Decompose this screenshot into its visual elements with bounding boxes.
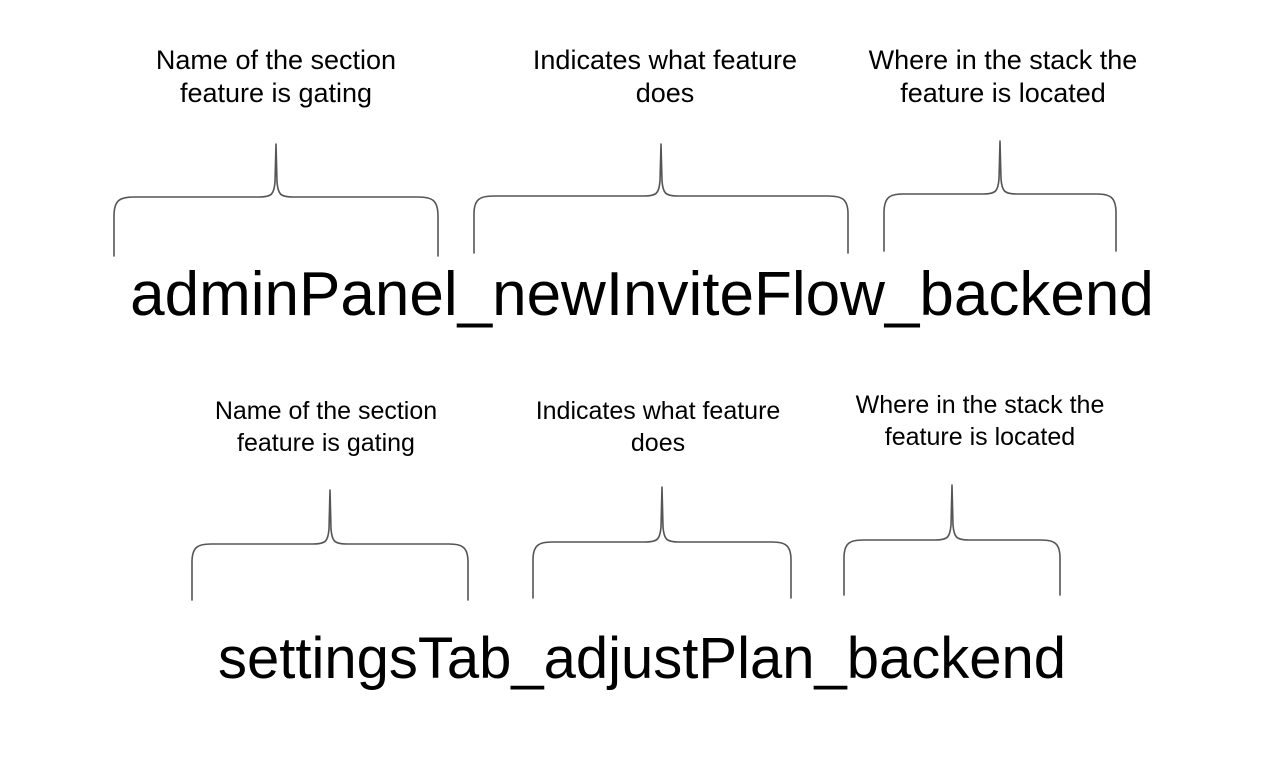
caption-row1-segment-2: Indicates what feature does [532, 45, 798, 109]
caption-row2-segment-2: Indicates what feature does [535, 397, 781, 457]
flag-name-row1: adminPanel_newInviteFlow_backend [130, 260, 1154, 329]
caption-row1-segment-1: Name of the section feature is gating [155, 45, 397, 109]
caption-row1-segment-3: Where in the stack the feature is locate… [868, 45, 1138, 109]
brace-row2-segment-2 [531, 487, 793, 598]
brace-row2-segment-1 [190, 490, 470, 600]
brace-row1-segment-1 [112, 144, 440, 256]
caption-row2-segment-3: Where in the stack the feature is locate… [855, 391, 1105, 451]
brace-row1-segment-2 [472, 144, 850, 253]
flag-name-row2: settingsTab_adjustPlan_backend [217, 626, 1067, 691]
brace-row2-segment-3 [842, 485, 1062, 595]
caption-row2-segment-1: Name of the section feature is gating [214, 397, 438, 457]
brace-row1-segment-3 [882, 141, 1118, 251]
